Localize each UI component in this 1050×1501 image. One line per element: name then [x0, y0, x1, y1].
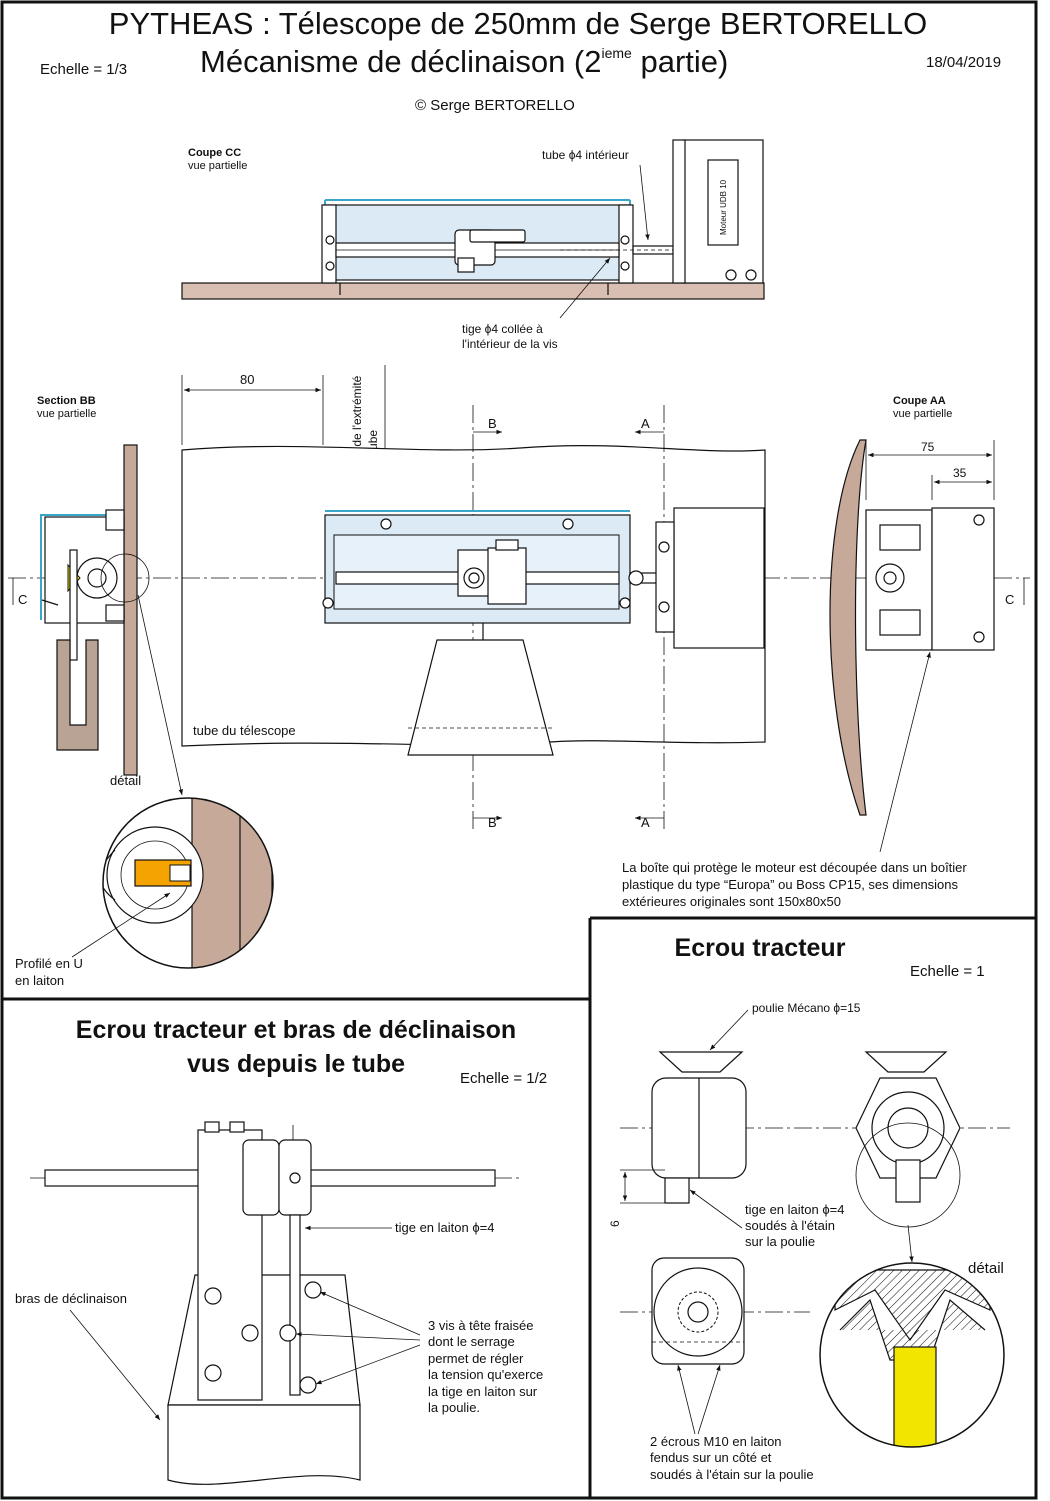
- bottom-right-panel: Ecrou tracteur Echelle = 1 poulie Mécano…: [608, 934, 1010, 1482]
- coupe-aa-subtitle: vue partielle: [893, 408, 952, 420]
- box-note-line2: plastique du type “Europa” ou Boss CP15,…: [622, 877, 959, 892]
- tube-label: tube du télescope: [193, 723, 296, 738]
- br-detail-circle: [819, 1262, 1005, 1448]
- br-detail: détail: [968, 1260, 1004, 1277]
- bl-vis-4: la tension qu'exerce: [428, 1367, 543, 1382]
- br-ecrous-2: fendus sur un côté et: [650, 1450, 772, 1465]
- bl-vis-1: 3 vis à tête fraisée: [428, 1318, 534, 1333]
- detail-circle: [102, 797, 274, 969]
- copyright-label: © Serge BERTORELLO: [415, 97, 575, 114]
- coupe-aa-tube-wall: [829, 439, 867, 816]
- br-ecrous-1: 2 écrous M10 en laiton: [650, 1434, 782, 1449]
- coupe-aa-title: Coupe AA: [893, 395, 946, 407]
- br-detail-brass-rod: [893, 1346, 937, 1447]
- bl-title-2: vus depuis le tube: [187, 1050, 405, 1078]
- label-tube-phi4: tube ϕ4 intérieur: [542, 148, 629, 162]
- br-tige-3: sur la poulie: [745, 1234, 815, 1249]
- mark-b-top: B: [488, 416, 497, 431]
- bl-vis-5: la tige en laiton sur: [428, 1384, 538, 1399]
- bl-tige-label: tige en laiton ϕ=4: [395, 1220, 494, 1235]
- bl-scale: Echelle = 1/2: [460, 1070, 547, 1087]
- bl-vis-6: la poulie.: [428, 1400, 480, 1415]
- mark-c-left: C: [18, 592, 27, 607]
- section-bb-arm: [56, 639, 99, 751]
- section-bb-tube-wall: [123, 444, 138, 776]
- bottom-left-panel: Ecrou tracteur et bras de déclinaison vu…: [15, 1016, 547, 1485]
- coupe-cc-view: Coupe CC vue partielle Moteur UDB 10: [181, 139, 765, 351]
- coupe-cc-subtitle: vue partielle: [188, 160, 247, 172]
- bl-arm-outline: [167, 1274, 361, 1406]
- declination-arm: [407, 639, 554, 756]
- mark-c-right: C: [1005, 592, 1014, 607]
- motor-label: Moteur UDB 10: [719, 179, 728, 235]
- coupe-cc-title: Coupe CC: [188, 147, 241, 159]
- dim-35: 35: [953, 466, 967, 480]
- motor-box-main: [673, 507, 765, 649]
- br-tige-2: soudés à l'étain: [745, 1218, 835, 1233]
- section-bb-subtitle: vue partielle: [37, 408, 96, 420]
- br-title: Ecrou tracteur: [675, 934, 846, 962]
- bl-vis-2: dont le serrage: [428, 1334, 515, 1349]
- label-tige-2: l'intérieur de la vis: [462, 337, 558, 351]
- main-view: 80 181mm de l'extrémité du tube tube du …: [8, 365, 1030, 988]
- br-scale: Echelle = 1: [910, 963, 985, 980]
- box-note-line3: extérieures originales sont 150x80x50: [622, 894, 841, 909]
- br-poulie-label: poulie Mécano ϕ=15: [752, 1001, 861, 1015]
- bl-title-1: Ecrou tracteur et bras de déclinaison: [76, 1016, 516, 1044]
- profile-label-2: en laiton: [15, 973, 64, 988]
- mark-b-bottom: B: [488, 815, 497, 830]
- bl-vis-3: permet de régler: [428, 1351, 524, 1366]
- base-plate: [181, 282, 765, 300]
- br-dim-6: 6: [608, 1220, 622, 1227]
- dim-75: 75: [921, 440, 935, 454]
- box-note-line1: La boîte qui protège le moteur est décou…: [622, 860, 967, 875]
- mark-a-top: A: [641, 416, 650, 431]
- page-title: PYTHEAS : Télescope de 250mm de Serge BE…: [109, 6, 927, 41]
- br-tige-1: tige en laiton ϕ=4: [745, 1202, 844, 1217]
- page-subtitle: Mécanisme de déclinaison (2ieme partie): [200, 44, 728, 79]
- date-label: 18/04/2019: [926, 54, 1001, 71]
- profile-label-1: Profilé en U: [15, 956, 83, 971]
- section-bb-title: Section BB: [37, 395, 96, 407]
- label-tige-1: tige ϕ4 collée à: [462, 322, 543, 336]
- detail-label: détail: [110, 773, 141, 788]
- br-ecrous-3: soudés à l'étain sur la poulie: [650, 1467, 814, 1482]
- bl-bras-label: bras de déclinaison: [15, 1291, 127, 1306]
- dim-80: 80: [240, 372, 254, 387]
- scale-label: Echelle = 1/3: [40, 61, 127, 78]
- mark-a-bottom: A: [641, 815, 650, 830]
